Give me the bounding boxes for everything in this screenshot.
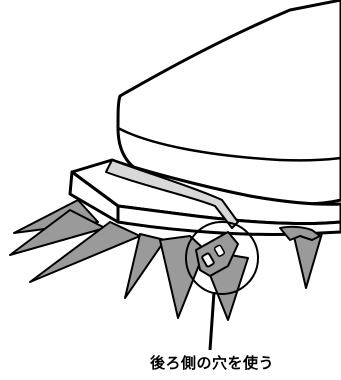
caption-label: 後ろ側の穴を使う xyxy=(150,352,340,373)
leader-line xyxy=(210,292,214,350)
crampon-side-point-2 xyxy=(125,234,165,298)
